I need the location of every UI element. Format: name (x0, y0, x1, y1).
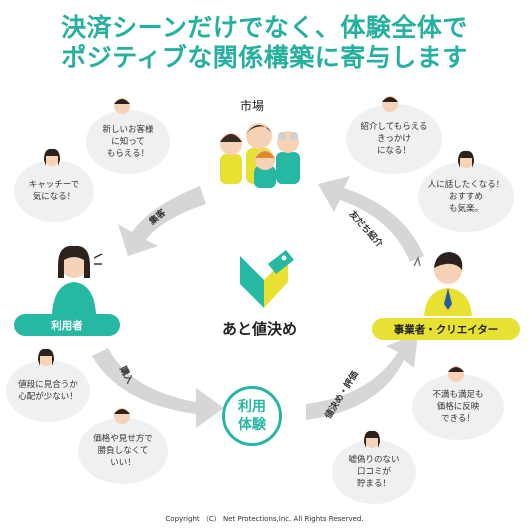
bubble-new-customers-text: 新しいお客様 に知って もらえる！ (102, 125, 154, 159)
arrow-referral (318, 176, 424, 262)
face-icon (44, 148, 60, 166)
brand-logo-icon (240, 250, 294, 308)
bubble-reviews-text: 嘘偽りのない 口コミが 貯まる！ (348, 455, 400, 489)
bubble-catchy: キャッチーで 気になる！ (14, 160, 94, 222)
user-label-pill: 利用者 (14, 314, 120, 336)
bubble-worth-price: 値段に見合うか 心配が少ない！ (6, 360, 90, 422)
bubble-price-vs-look: 価格や見せ方で 勝負しなくて いい！ (78, 418, 168, 484)
bubble-worth-price-text: 値段に見合うか 心配が少ない！ (18, 380, 78, 402)
bubble-price-vs-look-text: 価格や見せ方で 勝負しなくて いい！ (93, 434, 153, 468)
face-icon (458, 150, 474, 168)
bubble-intro-trigger: 紹介してもらえる きっかけ になる！ (346, 104, 442, 174)
copyright-text: Copyright （C） Net Protections,Inc. All R… (165, 515, 364, 523)
arrow-pricing-review (306, 334, 418, 420)
bubble-feedback-text: 不満も満足も 価格に反映 できる！ (432, 390, 484, 424)
bubble-new-customers: 新しいお客様 に知って もらえる！ (86, 110, 170, 174)
bubble-reviews: 嘘偽りのない 口コミが 貯まる！ (332, 440, 416, 504)
bubble-catchy-text: キャッチーで 気になる！ (28, 180, 80, 202)
market-label: 市場 (240, 99, 265, 113)
face-icon (382, 96, 398, 112)
face-icon (364, 430, 380, 448)
bubble-intro-trigger-text: 紹介してもらえる きっかけ になる！ (360, 122, 428, 156)
face-icon (114, 98, 130, 114)
user-person-illustration (52, 245, 103, 314)
bubble-tell-people: 人に話したくなる！ おすすめ も気楽。 (418, 162, 514, 232)
face-icon (114, 408, 130, 424)
arrow-attract (118, 186, 206, 256)
brand-name: あと値決め (222, 320, 298, 338)
page-title-line-1: 決済シーンだけでなく、体験全体で (61, 13, 468, 42)
arrow-purchase (92, 348, 224, 428)
face-icon (448, 366, 464, 382)
creator-person-illustration (413, 252, 472, 316)
experience-circle: 利用 体験 (222, 386, 282, 446)
page-title-line-2: ポジティブな関係構築に寄与します (61, 43, 468, 72)
creator-label-pill: 事業者・クリエイター (372, 318, 520, 340)
bubble-feedback: 不満も満足も 価格に反映 できる！ (412, 374, 504, 440)
market-crowd-illustration (220, 123, 300, 188)
bubble-tell-people-text: 人に話したくなる！ おすすめ も気楽。 (427, 180, 505, 214)
face-icon (38, 348, 54, 366)
